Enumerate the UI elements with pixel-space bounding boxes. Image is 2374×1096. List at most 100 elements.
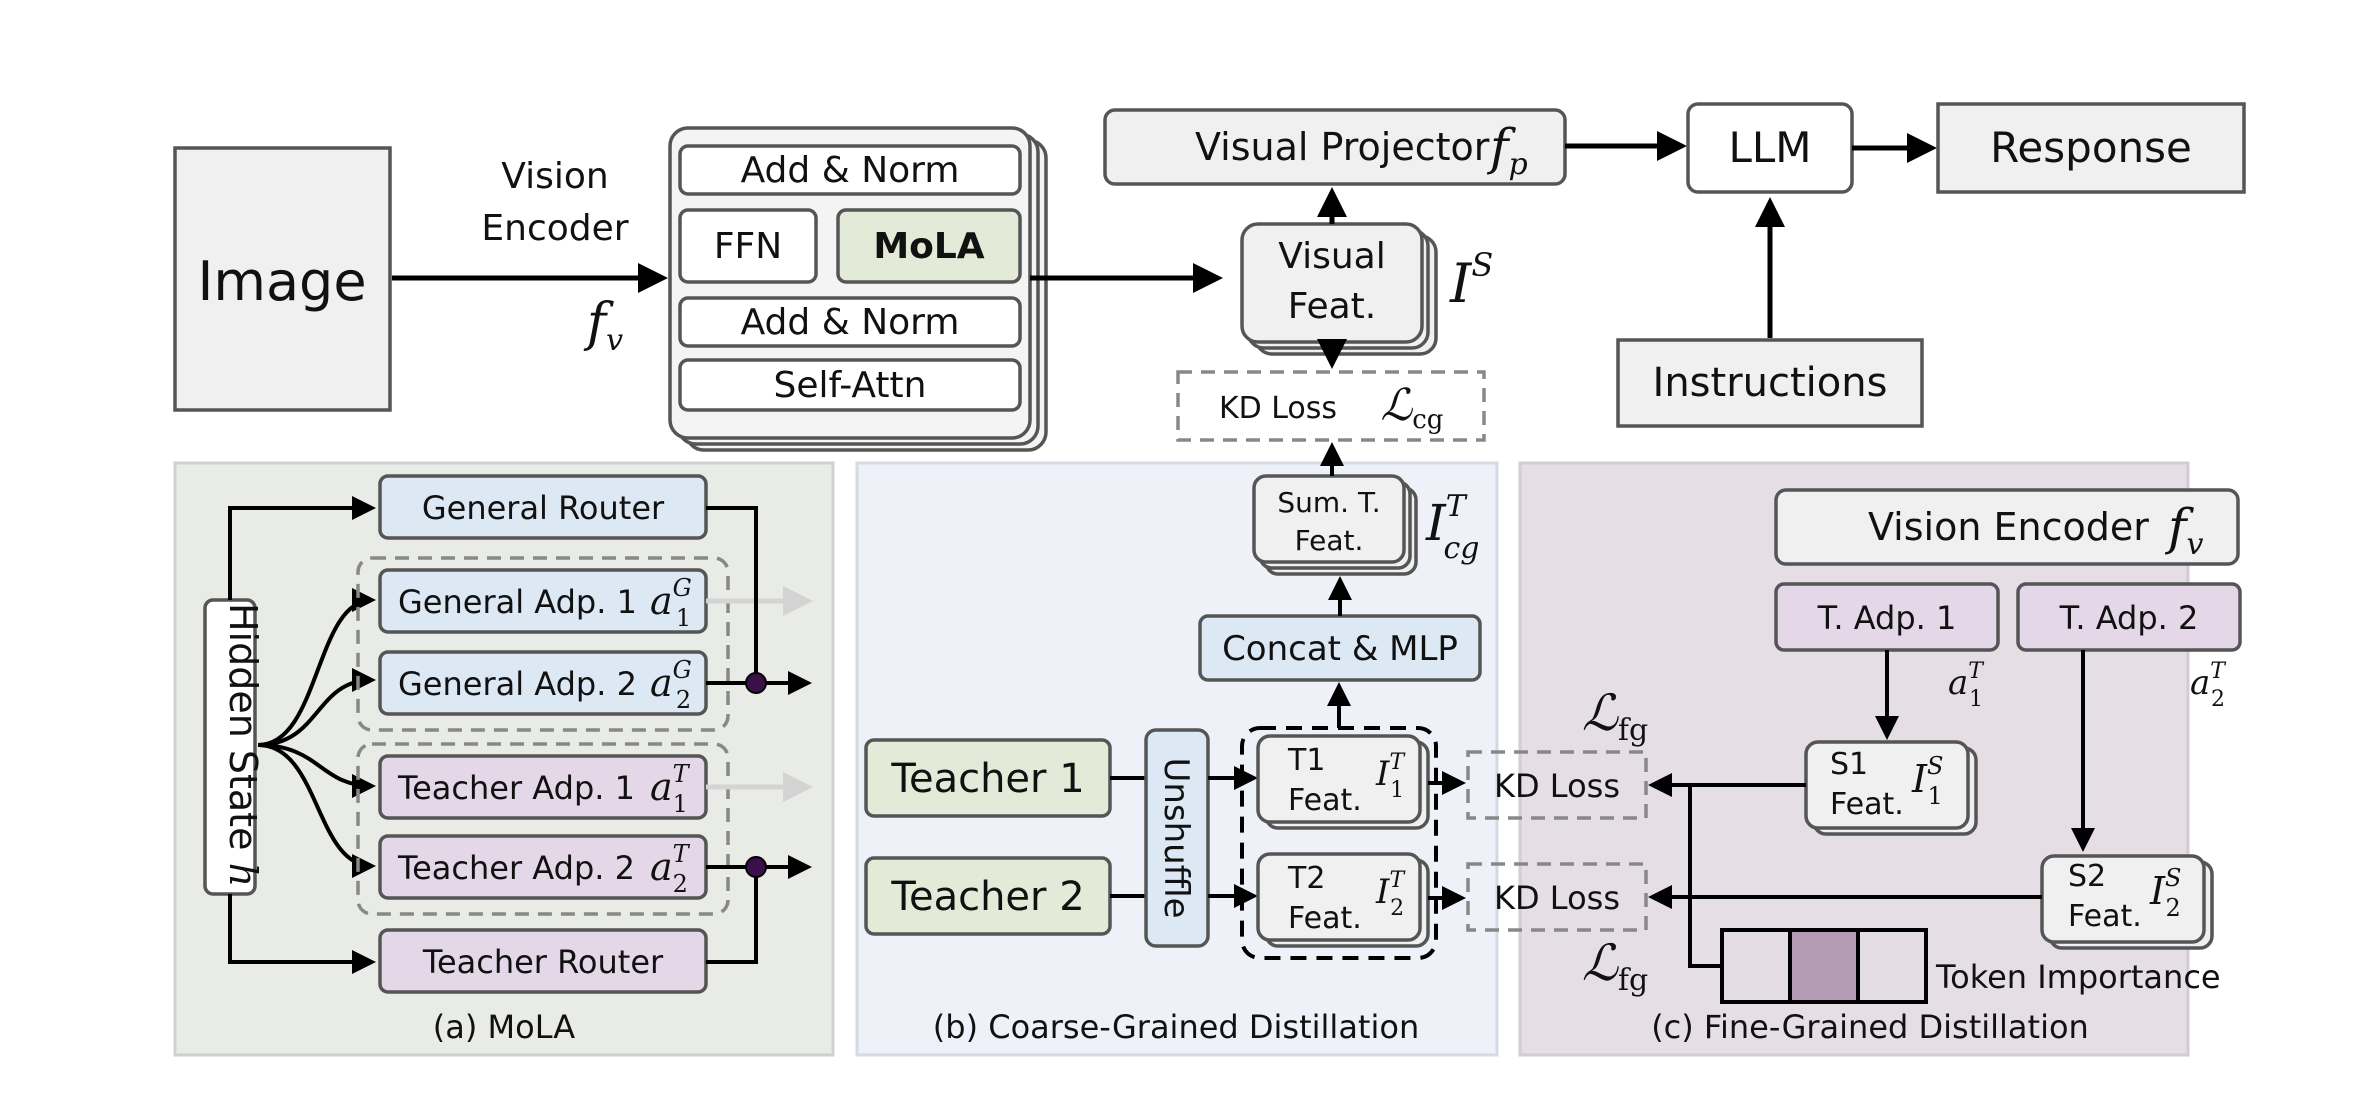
self-attn-box — [678, 358, 1022, 412]
t2-feat-line1: T2 — [1287, 861, 1325, 896]
teacher-adapter-1-label: Teacher Adp. 1 — [397, 769, 635, 807]
token-importance-cell-3 — [1856, 928, 1928, 1004]
response-label: Response — [1990, 123, 2192, 172]
add-norm-bottom-box — [678, 296, 1022, 348]
general-router-combine-line — [706, 506, 758, 683]
t-adp-1-box: T. Adp. 1 — [1774, 582, 2000, 652]
panel-b-caption: (b) Coarse-Grained Distillation — [933, 1008, 1419, 1046]
general-combine-node — [745, 672, 767, 694]
kd-loss-fg-2-box: KD Loss — [1466, 862, 1648, 932]
self-attn-label: Self-Attn — [774, 365, 927, 406]
teacher-adapter-group — [356, 742, 730, 916]
instructions-box: Instructions — [1616, 338, 1924, 428]
kd-loss-fg-1-box: KD Loss — [1466, 750, 1648, 820]
response-box: Response — [1936, 102, 2246, 194]
sum-t-feat-line1: Sum. T. — [1277, 486, 1380, 519]
t-adp-1-label: T. Adp. 1 — [1817, 599, 1957, 637]
t1-feat-line2: Feat. — [1288, 783, 1362, 818]
kd-loss-cg-box: KD Loss ℒcg — [1176, 370, 1486, 442]
fv-symbol: fv — [583, 293, 623, 358]
image-box: Image — [173, 146, 392, 412]
instructions-label: Instructions — [1653, 360, 1888, 406]
ffn-label: FFN — [714, 226, 782, 267]
visual-feat-label-line1: Visual — [1278, 236, 1385, 277]
s2-feat-line1: S2 — [2068, 859, 2106, 894]
unshuffle-label: Unshuffle — [1156, 757, 1196, 918]
token-importance-cell-1 — [1720, 928, 1792, 1004]
add-norm-bottom-label: Add & Norm — [741, 302, 960, 343]
teacher-combine-node — [745, 856, 767, 878]
panel-a-caption: (a) MoLA — [433, 1008, 576, 1046]
vision-encoder-label-line2: Encoder — [481, 208, 628, 249]
teacher-router-combine-line — [706, 867, 758, 964]
kd-loss-fg-2-label: KD Loss — [1494, 879, 1620, 917]
sum-t-feat-box: Sum. T. Feat. — [1252, 474, 1418, 576]
unshuffle-box: Unshuffle — [1144, 728, 1210, 948]
concat-mlp-box: Concat & MLP — [1198, 614, 1482, 682]
general-adapter-1-label: General Adp. 1 — [398, 583, 637, 621]
mola-box — [836, 208, 1022, 284]
t-adp-2-label: T. Adp. 2 — [2059, 599, 2199, 637]
panel-c-caption: (c) Fine-Grained Distillation — [1651, 1008, 2089, 1046]
encoder-block: Add & Norm FFN MoLA Add & Norm Self-Attn — [668, 126, 1048, 452]
add-norm-top-label: Add & Norm — [741, 150, 960, 191]
visual-projector-box: Visual Projector fp — [1103, 108, 1567, 186]
teacher-router-box: Teacher Router — [378, 928, 708, 994]
lfg-symbol-top: ℒfg — [1582, 684, 1648, 748]
vision-encoder-label-line1: Vision — [501, 156, 608, 197]
teacher-2-label: Teacher 2 — [890, 874, 1084, 920]
llm-label: LLM — [1728, 123, 1811, 172]
image-label: Image — [197, 250, 366, 313]
concat-mlp-label: Concat & MLP — [1222, 629, 1458, 669]
token-importance-cell-2 — [1788, 928, 1860, 1004]
s1-feat-line1: S1 — [1830, 747, 1868, 782]
s1-feat-line2: Feat. — [1830, 787, 1904, 822]
vision-encoder-box: Vision Encoder fv — [1774, 488, 2240, 566]
kd-loss-cg-label: KD Loss — [1219, 391, 1337, 426]
visual-projector-label: Visual Projector — [1195, 125, 1490, 169]
general-router-label: General Router — [422, 489, 665, 527]
hidden-state-fanout-arrows — [257, 588, 376, 878]
t2-feat-line2: Feat. — [1288, 901, 1362, 936]
t-adp-2-box: T. Adp. 2 — [2016, 582, 2242, 652]
fp-symbol: fp — [1486, 118, 1528, 182]
hidden-state-label: Hidden State h — [221, 603, 265, 887]
t1-feat-line1: T1 — [1287, 743, 1325, 778]
general-router-box: General Router — [378, 474, 708, 540]
teacher-2-box: Teacher 2 — [864, 856, 1112, 936]
sum-t-feat-line2: Feat. — [1295, 524, 1364, 557]
mola-label: MoLA — [873, 226, 984, 267]
ffn-box — [678, 208, 818, 284]
general-adapter-group — [356, 556, 730, 732]
hidden-state-to-teacher-router-arrow — [228, 894, 376, 974]
kd-loss-fg-1-label: KD Loss — [1494, 767, 1620, 805]
visual-feat-label-line2: Feat. — [1288, 286, 1377, 327]
teacher-1-label: Teacher 1 — [890, 756, 1084, 802]
lfg-symbol-bottom: ℒfg — [1582, 934, 1648, 998]
vision-encoder-label: Vision Encoder — [1868, 505, 2149, 549]
is-symbol: IS — [1449, 246, 1493, 315]
hidden-state-box: Hidden State h — [203, 598, 265, 896]
token-importance-bar — [1720, 928, 1928, 1004]
token-importance-connector — [1688, 785, 1722, 968]
visual-feat-box: Visual Feat. — [1240, 222, 1438, 356]
lcg-symbol: ℒcg — [1381, 380, 1444, 435]
teacher-adapter-2-label: Teacher Adp. 2 — [397, 849, 635, 887]
llm-box: LLM — [1686, 102, 1854, 194]
